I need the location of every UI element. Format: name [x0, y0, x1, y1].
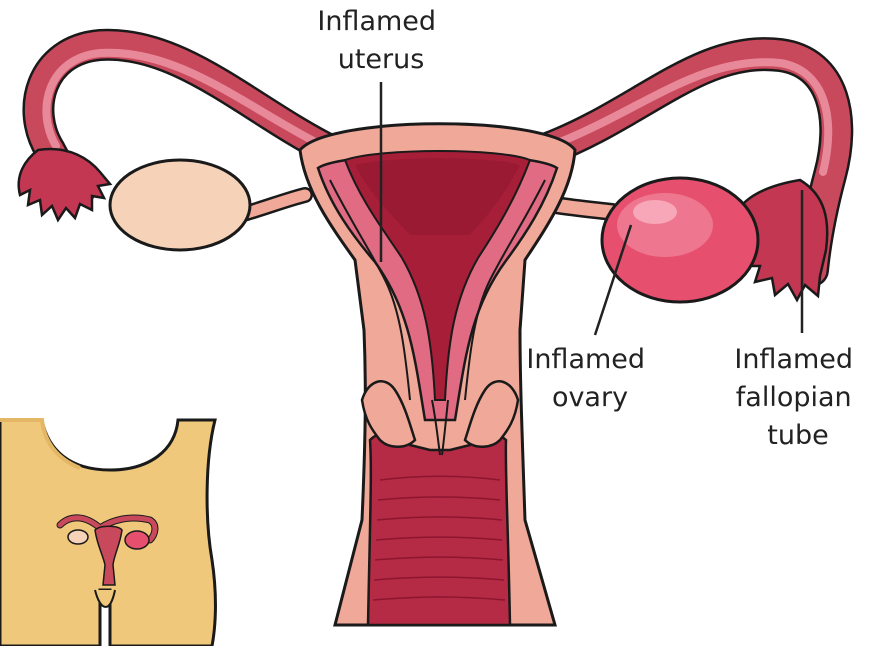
- label-inflamed-fallopian-tube: Inflamed fallopian tube: [734, 344, 861, 451]
- label-inflamed-uterus: Inflamed uterus: [317, 6, 444, 75]
- right-ovarian-ligament: [555, 205, 612, 212]
- label-inflamed-ovary: Inflamed ovary: [526, 344, 653, 413]
- vaginal-canal: [368, 433, 510, 625]
- left-ovary: [110, 160, 250, 250]
- left-fimbriae: [19, 149, 110, 220]
- inset-body-figure: [0, 420, 215, 646]
